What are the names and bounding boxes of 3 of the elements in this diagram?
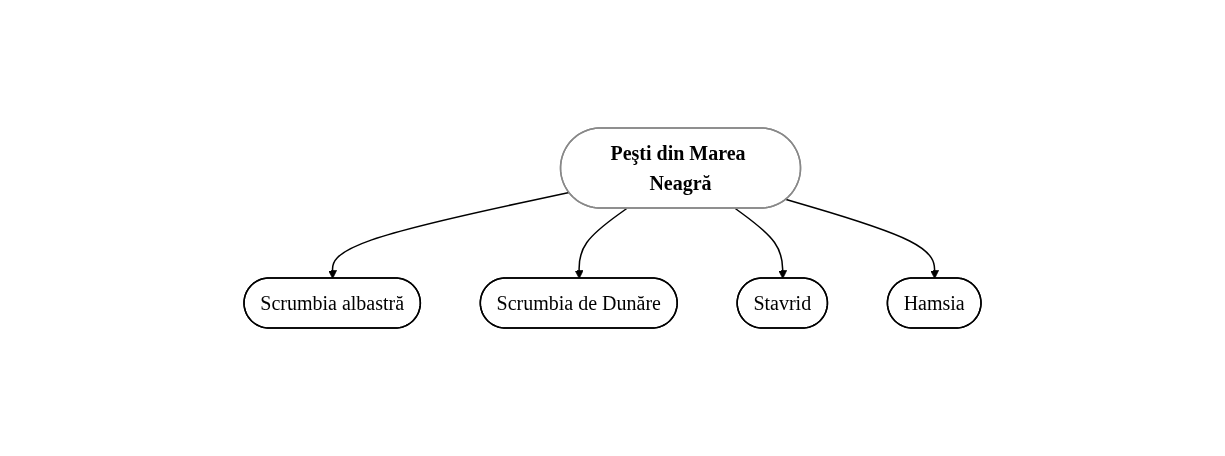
arrow: [734, 207, 788, 279]
arrow: [574, 207, 628, 279]
arrow: [785, 198, 939, 279]
